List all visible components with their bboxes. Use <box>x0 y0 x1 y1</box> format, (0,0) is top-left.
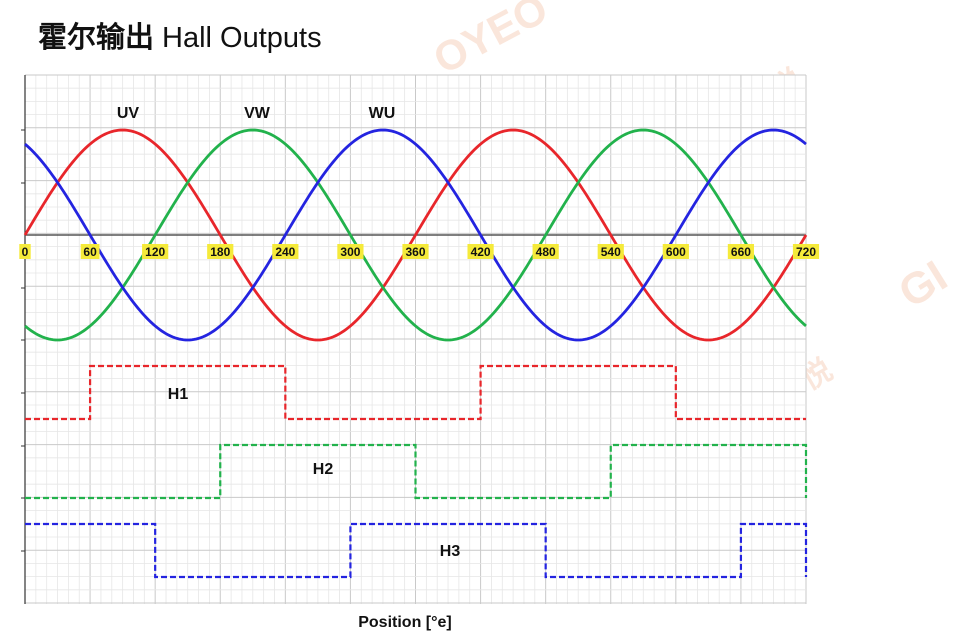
x-tick-label-background <box>19 244 31 259</box>
x-tick-labels: 0 60 120 180 240 300 360 420 480 540 600 660 720 <box>19 244 820 259</box>
x-tick-label: 540 <box>601 245 621 259</box>
hall-label-h2: H2 <box>313 461 334 478</box>
hall-label-h3: H3 <box>440 543 461 560</box>
x-tick-label: 180 <box>210 245 230 259</box>
x-tick-label-background <box>792 244 820 259</box>
x-tick-label: 360 <box>405 245 425 259</box>
page-title-english: Hall Outputs <box>162 22 322 54</box>
x-tick-label-background <box>467 244 494 259</box>
x-tick-label: 120 <box>145 245 165 259</box>
x-tick-label: 420 <box>471 245 491 259</box>
page-title-chinese: 霍尔输出 <box>38 22 155 54</box>
x-tick-label: 240 <box>275 245 295 259</box>
sine-series-group <box>23 128 808 342</box>
sine-label-uv: UV <box>117 105 140 122</box>
x-tick-label-background <box>727 244 755 259</box>
x-tick-label: 0 <box>22 245 29 259</box>
sine-label-vw: VW <box>244 105 271 122</box>
x-tick-label: 720 <box>796 245 816 259</box>
sine-label-wu: WU <box>369 105 396 122</box>
x-tick-label: 60 <box>83 245 97 259</box>
x-tick-label-background <box>532 244 559 259</box>
hall-series-group <box>25 364 808 579</box>
hall-label-h1: H1 <box>168 386 189 403</box>
x-tick-label-background <box>402 244 429 259</box>
x-tick-label-background <box>597 244 624 259</box>
sine-series-wu <box>24 128 807 342</box>
x-tick-label: 660 <box>731 245 751 259</box>
sine-series-uv <box>23 128 808 342</box>
chart-grid <box>24 74 807 604</box>
x-tick-label-background <box>80 244 100 259</box>
x-tick-label-background <box>337 244 364 259</box>
x-tick-label: 600 <box>666 245 686 259</box>
x-tick-label-background <box>142 244 169 259</box>
x-axis-label: Position [°e] <box>358 614 452 631</box>
x-tick-label: 480 <box>536 245 556 259</box>
hall-series-h3 <box>25 522 808 579</box>
x-tick-label: 300 <box>340 245 360 259</box>
x-tick-label-background <box>272 244 299 259</box>
hall-series-h1 <box>25 364 806 421</box>
sine-series-vw <box>24 128 807 342</box>
x-tick-label-background <box>207 244 234 259</box>
hall-series-h2 <box>25 443 808 500</box>
x-tick-label-background <box>662 244 689 259</box>
